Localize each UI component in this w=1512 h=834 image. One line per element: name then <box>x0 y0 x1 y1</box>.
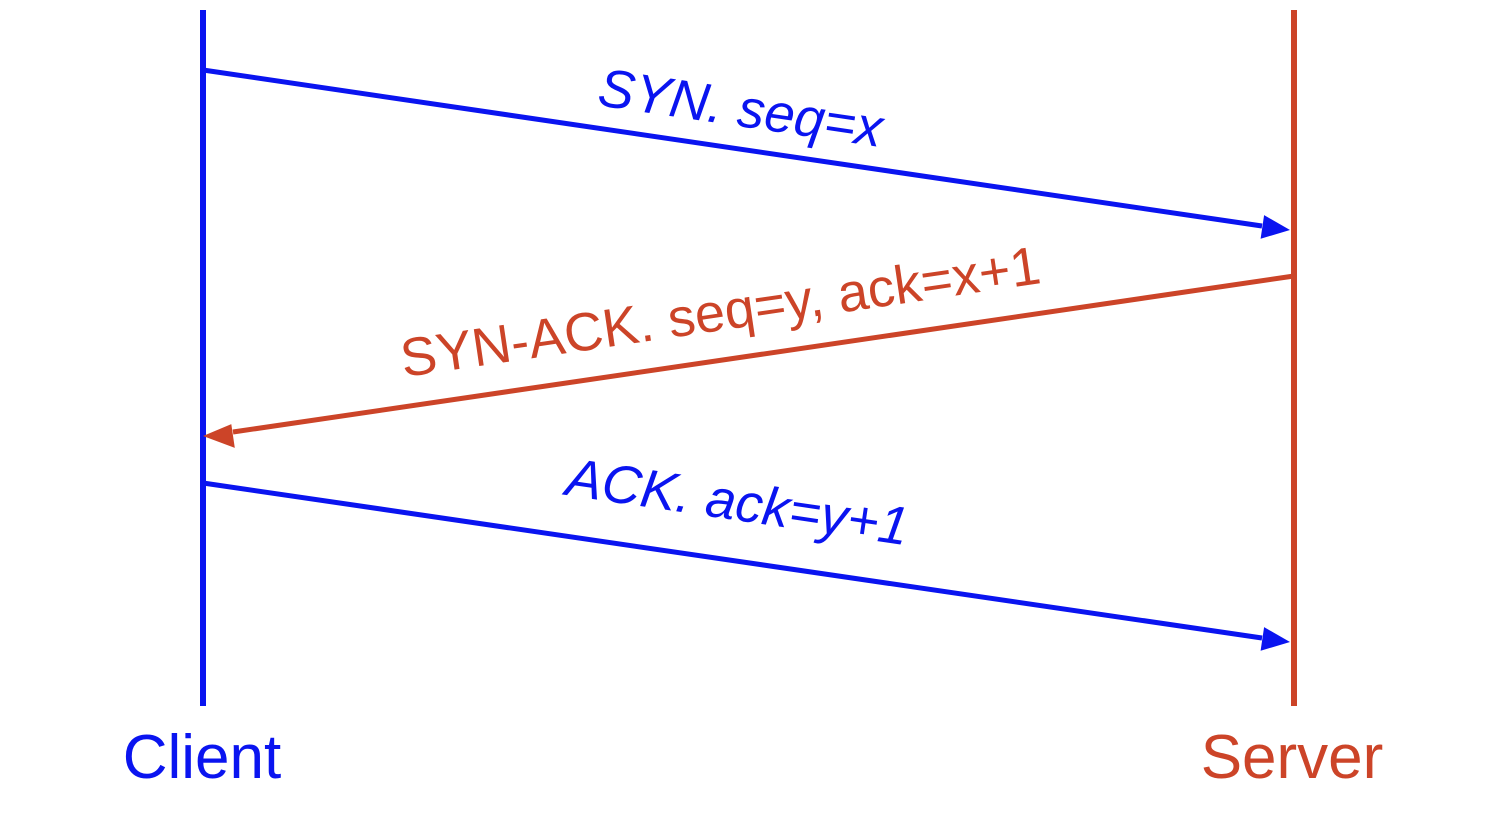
syn-ack-arrow-line <box>232 273 1295 435</box>
server-label: Server <box>1201 723 1384 792</box>
client-label: Client <box>123 723 282 792</box>
syn-label: SYN. seq=x <box>594 58 888 160</box>
syn-ack-arrowhead-icon <box>203 424 235 448</box>
message-ack: ACK. ack=y+1 <box>202 447 1290 651</box>
message-syn: SYN. seq=x <box>202 58 1290 239</box>
syn-arrow-line <box>202 67 1263 229</box>
syn-ack-label: SYN-ACK. seq=y, ack=x+1 <box>397 235 1045 389</box>
syn-arrowhead-icon <box>1260 215 1290 239</box>
message-syn-ack: SYN-ACK. seq=y, ack=x+1 <box>203 235 1295 448</box>
ack-arrowhead-icon <box>1260 627 1290 651</box>
ack-arrow-line <box>202 480 1263 641</box>
